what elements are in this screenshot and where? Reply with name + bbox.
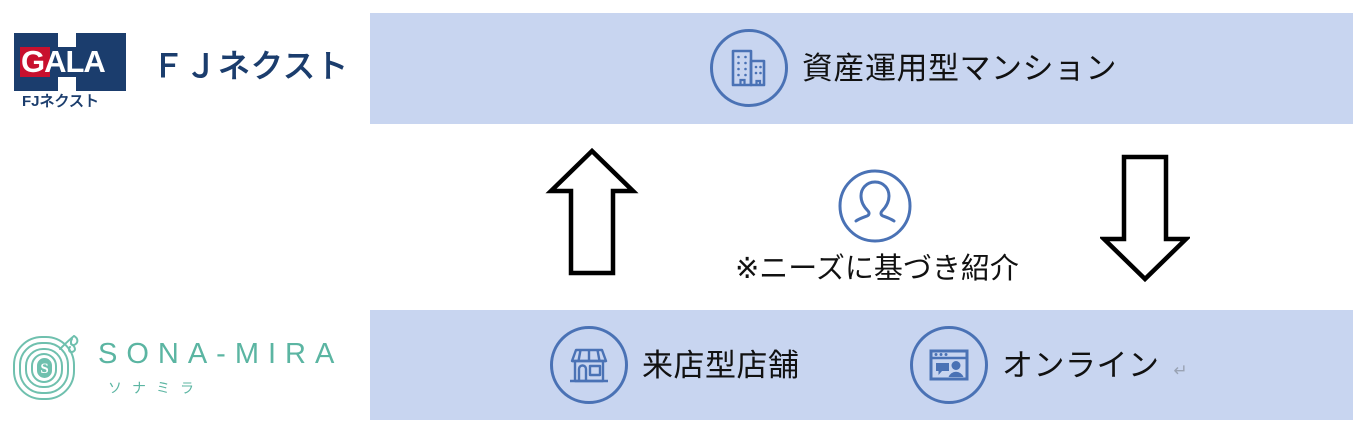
building-icon xyxy=(710,29,788,107)
sonamira-text-group: SONA-MIRA ソナミラ xyxy=(98,337,344,396)
gala-logo-notch-bottom xyxy=(58,77,76,91)
fjnext-logo: GALA FJネクスト ＦＪネクスト xyxy=(14,32,348,112)
gala-logo-subtext: FJネクスト xyxy=(22,93,100,110)
sonamira-logo: S SONA-MIRA ソナミラ xyxy=(8,324,368,410)
band-item-store: 来店型店舗 xyxy=(550,326,800,404)
product-band-bottom: 来店型店舗 オンライン ↵ xyxy=(370,310,1353,420)
gala-logo-text: GALA xyxy=(21,44,106,79)
arrow-up-icon xyxy=(545,146,639,278)
storefront-icon xyxy=(550,326,628,404)
gala-logo-notch-top xyxy=(58,33,76,47)
band-label-store: 来店型店舗 xyxy=(642,347,800,383)
product-band-top: 資産運用型マンション xyxy=(370,13,1353,124)
gala-logo-red-block xyxy=(20,47,50,77)
online-meeting-icon xyxy=(910,326,988,404)
person-avatar-icon xyxy=(836,167,914,245)
band-label-mansion: 資産運用型マンション xyxy=(802,50,1117,86)
band-item-mansion: 資産運用型マンション xyxy=(710,29,1117,107)
gala-logo-icon: GALA FJネクスト xyxy=(14,33,126,111)
sonamira-wordmark: SONA-MIRA xyxy=(98,337,344,370)
band-label-online: オンライン xyxy=(1002,347,1160,383)
fjnext-wordmark: ＦＪネクスト xyxy=(152,48,350,84)
svg-text:S: S xyxy=(40,361,48,377)
paragraph-mark-icon: ↵ xyxy=(1173,361,1188,380)
sonamira-spiral-icon: S xyxy=(8,327,88,407)
band-item-online: オンライン ↵ xyxy=(910,326,1188,404)
sonamira-kana: ソナミラ xyxy=(108,379,204,396)
needs-note-text: ※ニーズに基づき紹介 xyxy=(735,253,1019,285)
arrow-down-icon xyxy=(1098,152,1192,284)
